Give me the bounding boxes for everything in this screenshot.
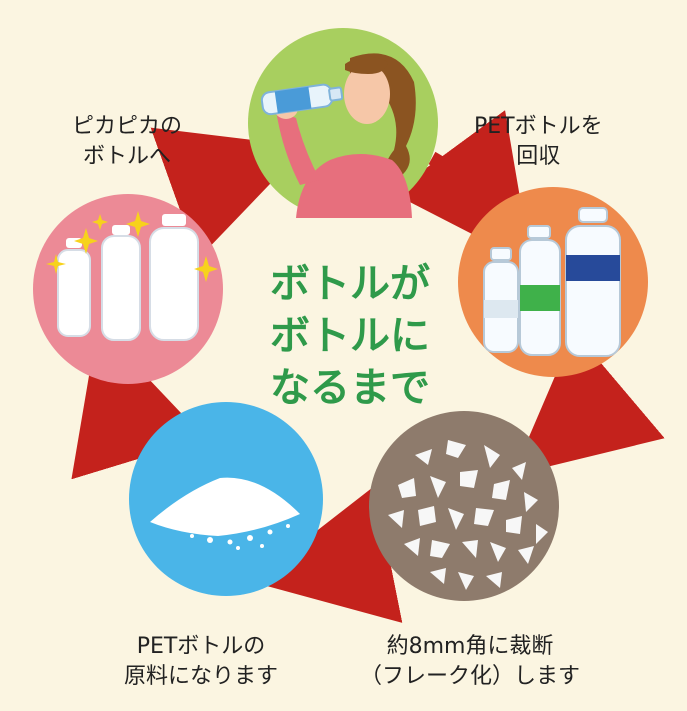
material-pile-icon <box>150 477 300 550</box>
arrow-collect-to-cut <box>512 331 665 476</box>
label-shiny: ピカピカの ボトルへ <box>72 112 182 172</box>
sparkle-icon <box>46 211 218 282</box>
label-line: 約8mm角に裁断 <box>386 634 554 659</box>
title-line: なるまで <box>270 365 430 411</box>
arrow-shiny-to-drink <box>150 127 306 260</box>
step-shiny <box>33 194 223 384</box>
label-line: 回収 <box>516 144 561 169</box>
hair-icon <box>350 53 416 182</box>
step-collect <box>458 187 648 377</box>
person-shirt-icon <box>296 154 412 218</box>
flakes-icon <box>388 440 548 590</box>
arrow-cut-to-material <box>251 485 403 623</box>
label-line: ボトルへ <box>83 144 172 169</box>
arrow-material-to-shiny <box>71 325 206 480</box>
cycle-arrows <box>71 110 665 623</box>
label-line: PETボトルの <box>136 634 266 659</box>
label-line: 原料になります <box>124 664 279 689</box>
shiny-bottles-icon <box>57 214 199 341</box>
bottles-icon <box>483 207 621 357</box>
center-title: ボトルが ボトルに なるまで <box>250 258 450 414</box>
title-line: ボトルに <box>270 313 430 359</box>
step-drink <box>248 28 438 218</box>
step-material <box>129 402 323 596</box>
label-line: （フレーク化）します <box>360 664 581 689</box>
step-cut <box>369 411 559 601</box>
label-line: PETボトルを <box>474 114 603 139</box>
label-cut: 約8mm角に裁断 （フレーク化）します <box>360 632 580 692</box>
label-collect: PETボトルを 回収 <box>474 112 603 172</box>
label-line: ピカピカの <box>72 114 183 139</box>
arrow-drink-to-collect <box>392 110 532 265</box>
arm-icon <box>276 110 320 185</box>
title-line: ボトルが <box>270 261 430 307</box>
face-icon <box>344 64 390 124</box>
water-bottle-icon <box>260 83 344 116</box>
label-material: PETボトルの 原料になります <box>124 632 278 692</box>
